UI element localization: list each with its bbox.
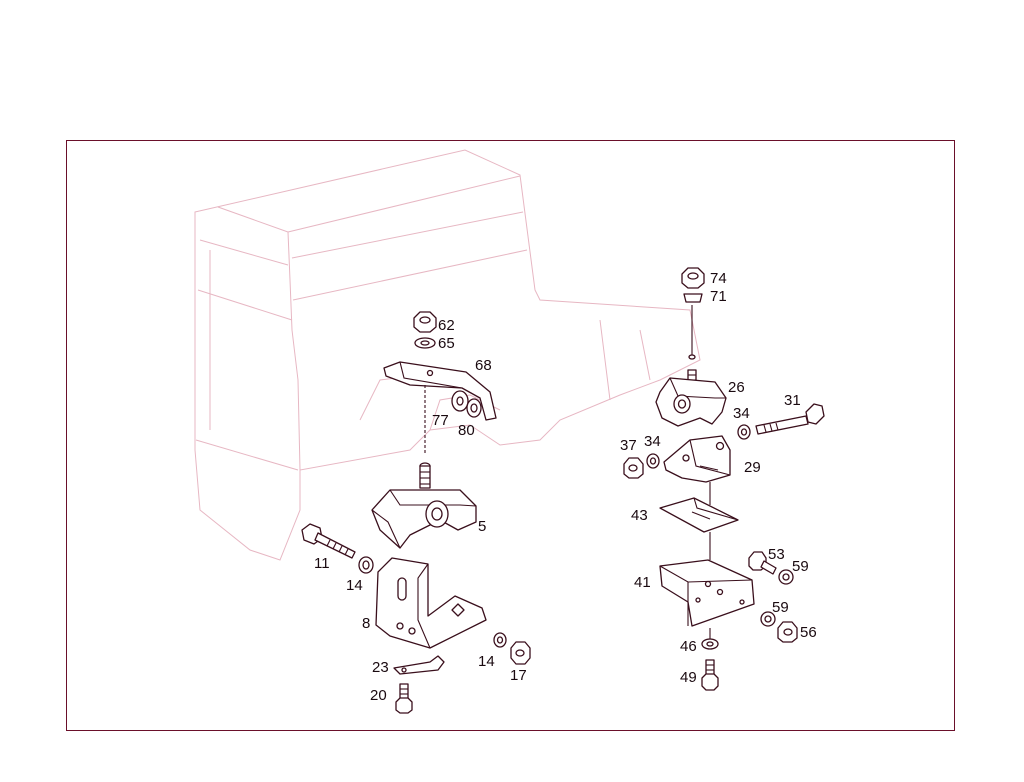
label-34-right: 34 bbox=[733, 405, 750, 422]
plate-43 bbox=[659, 497, 739, 533]
label-23: 23 bbox=[372, 659, 389, 676]
bolt-31 bbox=[755, 403, 825, 435]
part-labels: 62 65 68 77 80 5 11 14 8 23 14 17 20 74 … bbox=[314, 270, 817, 704]
label-53: 53 bbox=[768, 546, 785, 563]
label-56: 56 bbox=[800, 624, 817, 641]
nut-74 bbox=[681, 267, 705, 289]
washer-59-top bbox=[778, 569, 794, 585]
washer-59-bottom bbox=[760, 611, 776, 627]
engine-mount-5 bbox=[371, 465, 477, 549]
bracket-68 bbox=[383, 361, 497, 421]
diagram-frame bbox=[66, 140, 955, 731]
washer-71 bbox=[683, 293, 703, 303]
label-34-left: 34 bbox=[644, 433, 661, 450]
bracket-29 bbox=[663, 435, 731, 483]
stud-hole-right bbox=[688, 354, 696, 360]
nut-17 bbox=[510, 641, 531, 665]
bolt-53 bbox=[748, 551, 777, 575]
crossmember-41 bbox=[659, 559, 755, 627]
label-59-bottom: 59 bbox=[772, 599, 789, 616]
label-29: 29 bbox=[744, 459, 761, 476]
label-59-top: 59 bbox=[792, 558, 809, 575]
label-26: 26 bbox=[728, 379, 745, 396]
bolt-20 bbox=[395, 683, 413, 714]
label-20: 20 bbox=[370, 687, 387, 704]
label-46: 46 bbox=[680, 638, 697, 655]
label-71: 71 bbox=[710, 288, 727, 305]
nut-37 bbox=[623, 457, 644, 479]
bracket-8 bbox=[375, 557, 487, 649]
label-8: 8 bbox=[362, 615, 370, 632]
lock-plate-23 bbox=[393, 655, 445, 675]
label-77: 77 bbox=[432, 412, 449, 429]
label-14-left: 14 bbox=[346, 577, 363, 594]
label-49: 49 bbox=[680, 669, 697, 686]
label-17: 17 bbox=[510, 667, 527, 684]
washer-46 bbox=[701, 638, 719, 650]
washer-14-left bbox=[358, 556, 374, 574]
transmission-mount-26 bbox=[655, 369, 727, 427]
label-65: 65 bbox=[438, 335, 455, 352]
washer-34-right bbox=[737, 424, 751, 440]
washer-65 bbox=[414, 337, 436, 349]
label-74: 74 bbox=[710, 270, 727, 287]
label-62: 62 bbox=[438, 317, 455, 334]
label-37: 37 bbox=[620, 437, 637, 454]
nut-56 bbox=[777, 621, 798, 643]
label-5: 5 bbox=[478, 518, 486, 535]
bushing-77 bbox=[451, 390, 469, 412]
bolt-49 bbox=[701, 659, 719, 691]
label-41: 41 bbox=[634, 574, 651, 591]
bolt-11 bbox=[301, 523, 356, 559]
label-31: 31 bbox=[784, 392, 801, 409]
washer-34-left bbox=[646, 453, 660, 469]
bushing-80 bbox=[466, 398, 482, 418]
label-43: 43 bbox=[631, 507, 648, 524]
label-14-right: 14 bbox=[478, 653, 495, 670]
washer-14-right bbox=[493, 632, 507, 648]
label-68: 68 bbox=[475, 357, 492, 374]
nut-62 bbox=[413, 311, 437, 333]
label-80: 80 bbox=[458, 422, 475, 439]
label-11: 11 bbox=[314, 555, 330, 572]
